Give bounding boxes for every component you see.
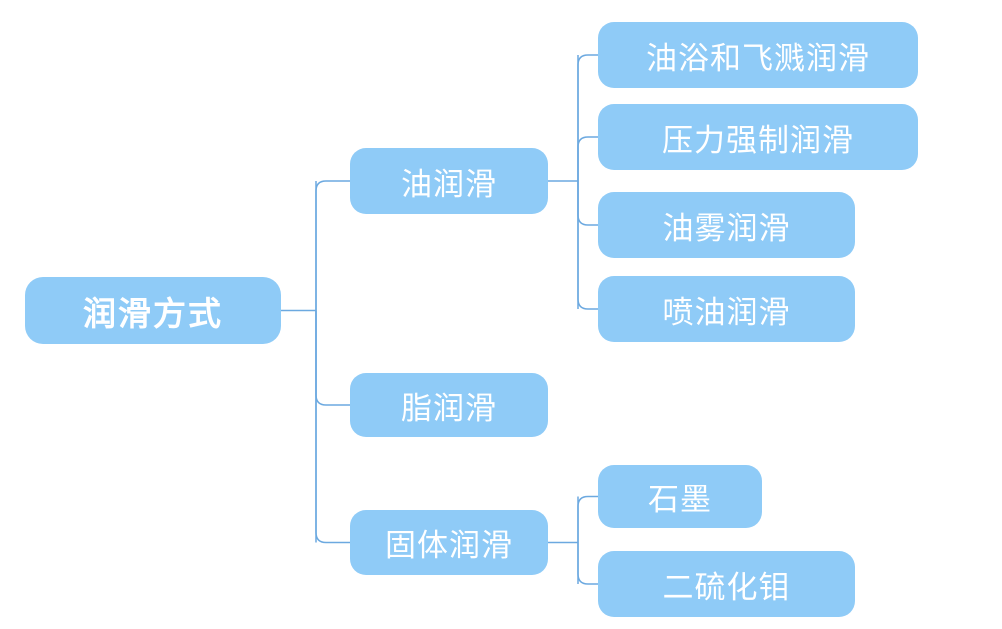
connector-node-e6b2b9e6b6a6e6bb91-to-node-e58e8be58a9be5bcbae588b6e6b6a6e6bb91 [577,136,598,181]
leaf-node-node-e58e8be58a9be5bcbae588b6e6b6a6e6bb91-label: 压力强制润滑 [662,122,854,158]
connector-node-e6b2b9e6b6a6e6bb91-to-node-e596b7e6b2b9e6b6a6e6bb91 [577,181,598,310]
connector-node-e59bbae4bd93e6b6a6e6bb91-to-node-e79fb3e5a2a8 [577,495,598,543]
connector-node-e6b2b9e6b6a6e6bb91-to-node-e6b2b9e99bbee6b6a6e6bb91 [577,181,598,226]
leaf-node-node-e596b7e6b2b9e6b6a6e6bb91[interactable]: 喷油润滑 [598,276,855,342]
leaf-node-node-e4ba8ce7a1abe58c96e992bc-label: 二硫化钼 [662,569,791,605]
leaf-node-node-e596b7e6b2b9e6b6a6e6bb91-label: 喷油润滑 [662,294,791,330]
leaf-node-node-e6b2b9e99bbee6b6a6e6bb91[interactable]: 油雾润滑 [598,192,855,258]
branch-node-node-e88482e6b6a6e6bb91[interactable]: 脂润滑 [350,373,548,437]
branch-node-node-e59bbae4bd93e6b6a6e6bb91[interactable]: 固体润滑 [350,510,548,575]
root-node-node-e6b6a6e6bb91e696b9e5bc8f-label: 润滑方式 [83,294,223,332]
leaf-node-node-e58e8be58a9be5bcbae588b6e6b6a6e6bb91[interactable]: 压力强制润滑 [598,104,918,170]
leaf-node-node-e6b2b9e6b5b4e5928ce9a39ee6ba85e6b6a6e6bb91[interactable]: 油浴和飞溅润滑 [598,22,918,88]
branch-node-node-e6b2b9e6b6a6e6bb91[interactable]: 油润滑 [350,148,548,214]
branch-node-node-e59bbae4bd93e6b6a6e6bb91-label: 固体润滑 [385,528,513,563]
leaf-node-node-e6b2b9e6b5b4e5928ce9a39ee6ba85e6b6a6e6bb91-label: 油浴和飞溅润滑 [646,40,870,76]
branch-node-node-e6b2b9e6b6a6e6bb91-label: 油润滑 [401,166,497,202]
connector-root-to-node-e59bbae4bd93e6b6a6e6bb91 [315,310,350,544]
connector-root-to-node-e6b2b9e6b6a6e6bb91 [315,180,350,311]
connector-node-e6b2b9e6b6a6e6bb91-to-node-e6b2b9e6b5b4e5928ce9a39ee6ba85e6b6a6e6bb91 [577,54,598,181]
leaf-node-node-e6b2b9e99bbee6b6a6e6bb91-label: 油雾润滑 [662,210,791,246]
leaf-node-node-e79fb3e5a2a8[interactable]: 石墨 [598,465,762,528]
leaf-node-node-e79fb3e5a2a8-label: 石墨 [648,482,712,517]
branch-node-node-e88482e6b6a6e6bb91-label: 脂润滑 [401,390,497,426]
connector-root-to-node-e88482e6b6a6e6bb91 [315,310,350,406]
root-node-node-e6b6a6e6bb91e696b9e5bc8f[interactable]: 润滑方式 [25,277,281,344]
leaf-node-node-e4ba8ce7a1abe58c96e992bc[interactable]: 二硫化钼 [598,551,855,617]
connector-node-e59bbae4bd93e6b6a6e6bb91-to-node-e4ba8ce7a1abe58c96e992bc [577,542,598,585]
